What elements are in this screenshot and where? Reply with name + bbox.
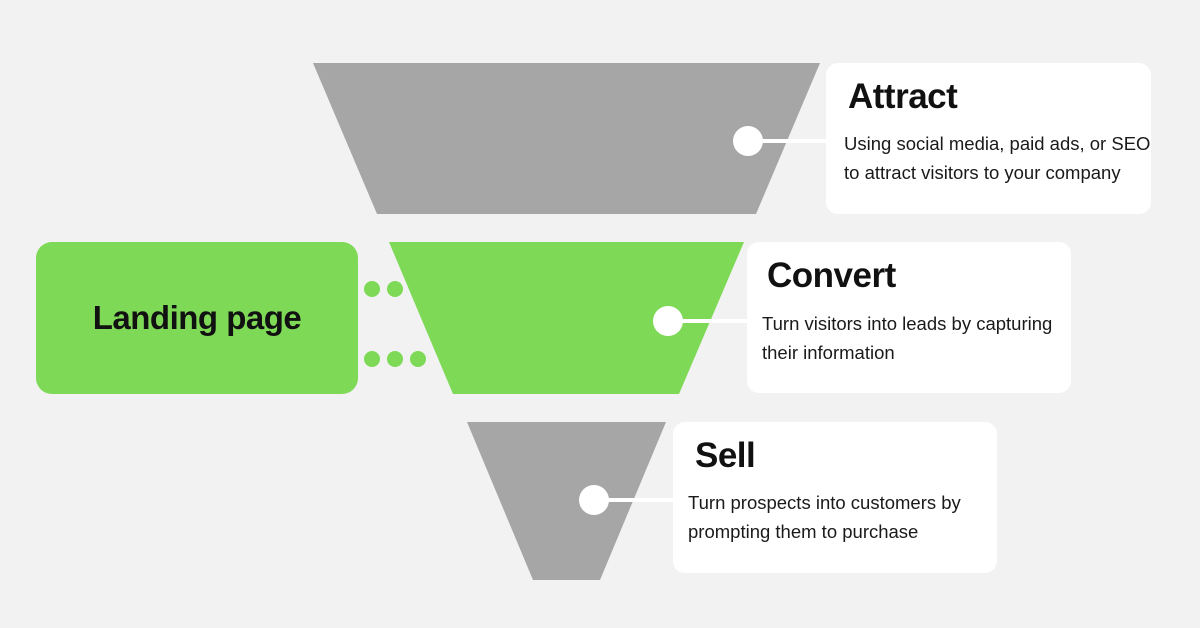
landing-page-dotted-connector <box>364 281 426 367</box>
dot <box>387 281 403 297</box>
stage-card-convert: Convert Turn visitors into leads by capt… <box>747 242 1071 393</box>
description-line: to attract visitors to your company <box>844 162 1121 183</box>
connector-dot-convert <box>653 306 683 336</box>
description-line: Using social media, paid ads, or SEO <box>844 133 1151 154</box>
funnel-segment-attract <box>313 63 820 214</box>
stage-description-sell: Turn prospects into customers by prompti… <box>688 488 961 546</box>
dot <box>364 281 380 297</box>
description-line: prompting them to purchase <box>688 521 919 542</box>
description-line: Turn prospects into customers by <box>688 492 961 513</box>
stage-card-attract: Attract Using social media, paid ads, or… <box>826 63 1151 214</box>
landing-page-label: Landing page <box>92 299 302 336</box>
stage-description-attract: Using social media, paid ads, or SEO to … <box>844 129 1150 187</box>
dot <box>410 351 426 367</box>
description-line: Turn visitors into leads by capturing <box>762 313 1053 334</box>
stage-title-convert: Convert <box>767 256 896 295</box>
connector-dot-attract <box>733 126 763 156</box>
description-line: their information <box>762 342 895 363</box>
funnel-segment-convert <box>389 242 744 394</box>
connector-dot-sell <box>579 485 609 515</box>
dot <box>364 351 380 367</box>
stage-card-sell: Sell Turn prospects into customers by pr… <box>673 422 997 573</box>
funnel-segment-sell <box>467 422 666 580</box>
stage-title-attract: Attract <box>848 77 958 116</box>
stage-description-convert: Turn visitors into leads by capturing th… <box>762 309 1052 367</box>
stage-title-sell: Sell <box>695 436 756 475</box>
landing-page-box: Landing page <box>36 242 358 394</box>
dot <box>387 351 403 367</box>
